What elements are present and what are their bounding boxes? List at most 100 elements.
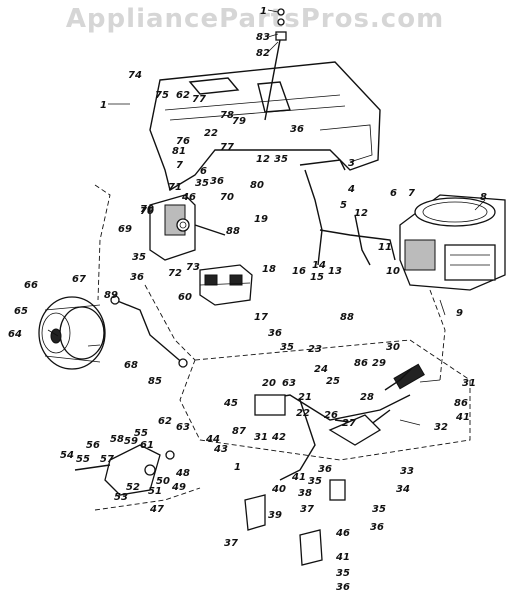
part-label: 49	[171, 482, 186, 493]
part-label: 81	[172, 146, 186, 157]
part-label: 17	[254, 312, 268, 323]
transmission	[149, 194, 226, 261]
part-label: 60	[178, 292, 192, 303]
part-label: 63	[176, 422, 190, 433]
part-label: 36	[318, 464, 332, 475]
part-label: 37	[300, 504, 314, 515]
part-label: 40	[271, 484, 286, 495]
part-label: 36	[370, 522, 384, 533]
part-label: 54	[60, 450, 74, 461]
part-label: 1	[260, 6, 267, 17]
part-label: 75	[155, 90, 169, 101]
part-label: 79	[232, 116, 246, 127]
drag-link	[110, 295, 188, 368]
part-label: 51	[148, 486, 162, 497]
part-label: 20	[262, 378, 276, 389]
part-label: 22	[296, 408, 310, 419]
part-label: 74	[128, 70, 142, 81]
part-label: 86	[454, 398, 468, 409]
part-label: 16	[292, 266, 306, 277]
part-label: 41	[291, 472, 306, 483]
part-label: 6	[390, 188, 397, 199]
part-label: 73	[186, 262, 200, 273]
part-label: 39	[268, 510, 282, 521]
part-label: 36	[268, 328, 282, 339]
part-label: 29	[372, 358, 386, 369]
part-label: 85	[148, 376, 162, 387]
part-label: 78	[220, 110, 234, 121]
part-label: 88	[340, 312, 354, 323]
part-label: 55	[76, 454, 90, 465]
part-label: 77	[192, 94, 206, 105]
part-label: 31	[254, 432, 268, 443]
part-label: 12	[354, 208, 368, 219]
part-label: 8	[480, 192, 487, 203]
part-label: 15	[310, 272, 324, 283]
part-label: 88	[226, 226, 240, 237]
part-label: 35	[132, 252, 146, 263]
part-label: 83	[256, 32, 270, 43]
part-label: 33	[400, 466, 414, 477]
pedal-assembly	[254, 363, 425, 481]
part-label: 71	[168, 182, 182, 193]
part-label: 58	[110, 434, 124, 445]
wheel	[38, 296, 106, 370]
part-label: 19	[254, 214, 268, 225]
dash-panel	[149, 61, 381, 192]
part-label: 25	[326, 376, 340, 387]
part-label: 41	[335, 552, 350, 563]
part-label: 48	[175, 468, 190, 479]
part-label: 62	[176, 90, 190, 101]
part-label: 36	[210, 176, 224, 187]
part-label: 87	[232, 426, 246, 437]
part-label: 86	[354, 358, 368, 369]
part-label: 46	[335, 528, 350, 539]
part-label: 4	[347, 184, 355, 195]
part-label: 56	[86, 440, 100, 451]
part-label: 36	[336, 582, 350, 593]
lower-frame	[94, 184, 471, 461]
part-number-labels: 1 83 82 74 75 62 77 78 79 36 1 76 22 81 …	[8, 6, 487, 593]
part-label: 26	[324, 410, 338, 421]
leader-lines	[47, 9, 486, 426]
part-label: 1	[100, 100, 107, 111]
part-label: 50	[156, 476, 170, 487]
part-label: 27	[342, 418, 356, 429]
part-label: 1	[234, 462, 241, 473]
part-label: 18	[262, 264, 276, 275]
part-label: 57	[100, 454, 114, 465]
part-label: 12	[256, 154, 270, 165]
part-label: 68	[124, 360, 138, 371]
part-label: 42	[271, 432, 286, 443]
part-label: 52	[126, 482, 140, 493]
part-label: 70	[140, 204, 154, 215]
part-label: 3	[348, 158, 355, 169]
part-label: 31	[462, 378, 476, 389]
part-label: 45	[223, 398, 238, 409]
part-label: 10	[386, 266, 400, 277]
part-label: 23	[308, 344, 322, 355]
part-label: 35	[336, 568, 350, 579]
part-label: 7	[176, 160, 183, 171]
part-label: 35	[372, 504, 386, 515]
throttle-rod	[264, 8, 287, 121]
part-label: 30	[386, 342, 400, 353]
part-label: 72	[168, 268, 182, 279]
part-label: 14	[312, 260, 326, 271]
part-label: 76	[176, 136, 190, 147]
part-label: 70	[140, 206, 154, 217]
part-label: 5	[340, 200, 347, 211]
part-label: 36	[130, 272, 144, 283]
part-label: 66	[24, 280, 38, 291]
part-label: 65	[14, 306, 28, 317]
part-label: 46	[181, 192, 196, 203]
part-label: 32	[434, 422, 448, 433]
part-label: 41	[455, 412, 470, 423]
part-label: 35	[195, 178, 209, 189]
part-label: 36	[290, 124, 304, 135]
part-label: 70	[220, 192, 234, 203]
battery	[199, 264, 253, 306]
part-label: 80	[250, 180, 264, 191]
control-rods	[299, 159, 396, 266]
